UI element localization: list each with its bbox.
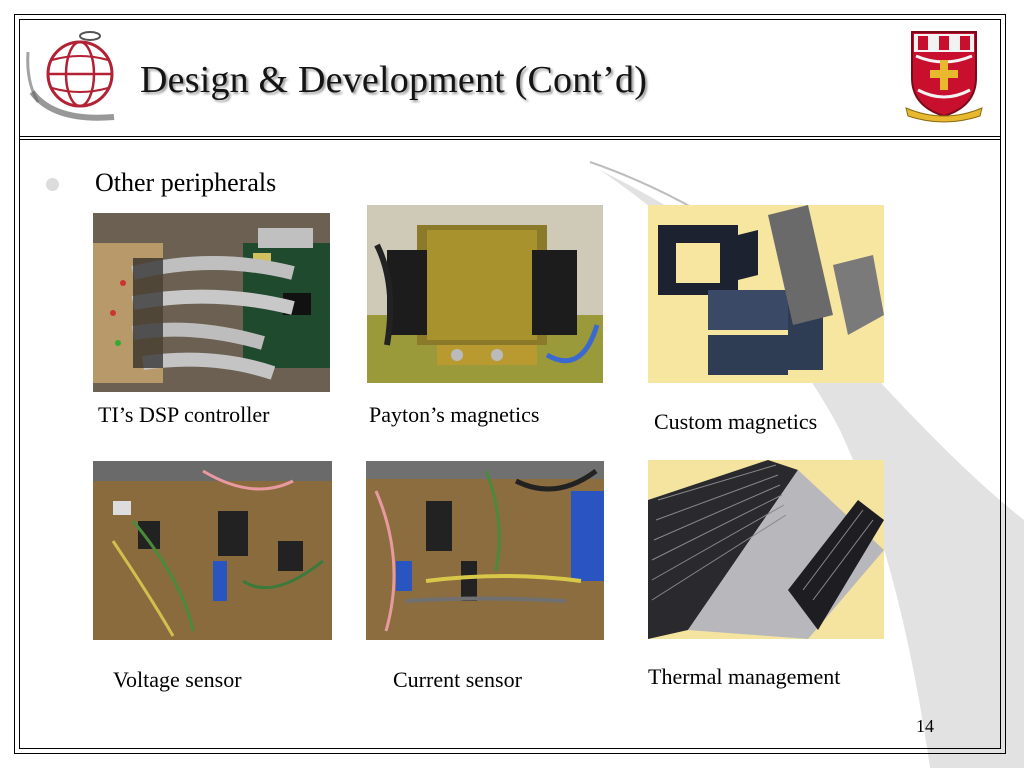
dsp-controller-photo	[93, 213, 330, 392]
payton-magnetics-photo	[367, 205, 603, 383]
caption-current-sensor: Current sensor	[393, 667, 522, 692]
slide-outer-border	[14, 14, 1006, 754]
custom-magnetics-photo	[648, 205, 884, 383]
thermal-management-photo	[648, 460, 884, 639]
bullet-icon	[46, 178, 59, 191]
header-divider	[19, 136, 1001, 140]
university-crest	[905, 31, 983, 123]
caption-voltage-sensor: Voltage sensor	[113, 667, 242, 692]
caption-custom-magnetics: Custom magnetics	[654, 409, 818, 434]
faculty-logo	[26, 31, 115, 121]
bullet-other-peripherals: Other peripherals	[95, 168, 277, 197]
page-number: 14	[916, 716, 934, 736]
caption-dsp-controller: TI’s DSP controller	[98, 402, 270, 427]
voltage-sensor-photo	[93, 461, 332, 640]
slide-inner-border	[19, 19, 1001, 749]
current-sensor-photo	[366, 461, 604, 640]
caption-thermal-management: Thermal management	[648, 664, 841, 689]
caption-payton-magnetics: Payton’s magnetics	[369, 402, 540, 427]
slide-title: Design & Development (Cont’d)	[140, 59, 648, 101]
